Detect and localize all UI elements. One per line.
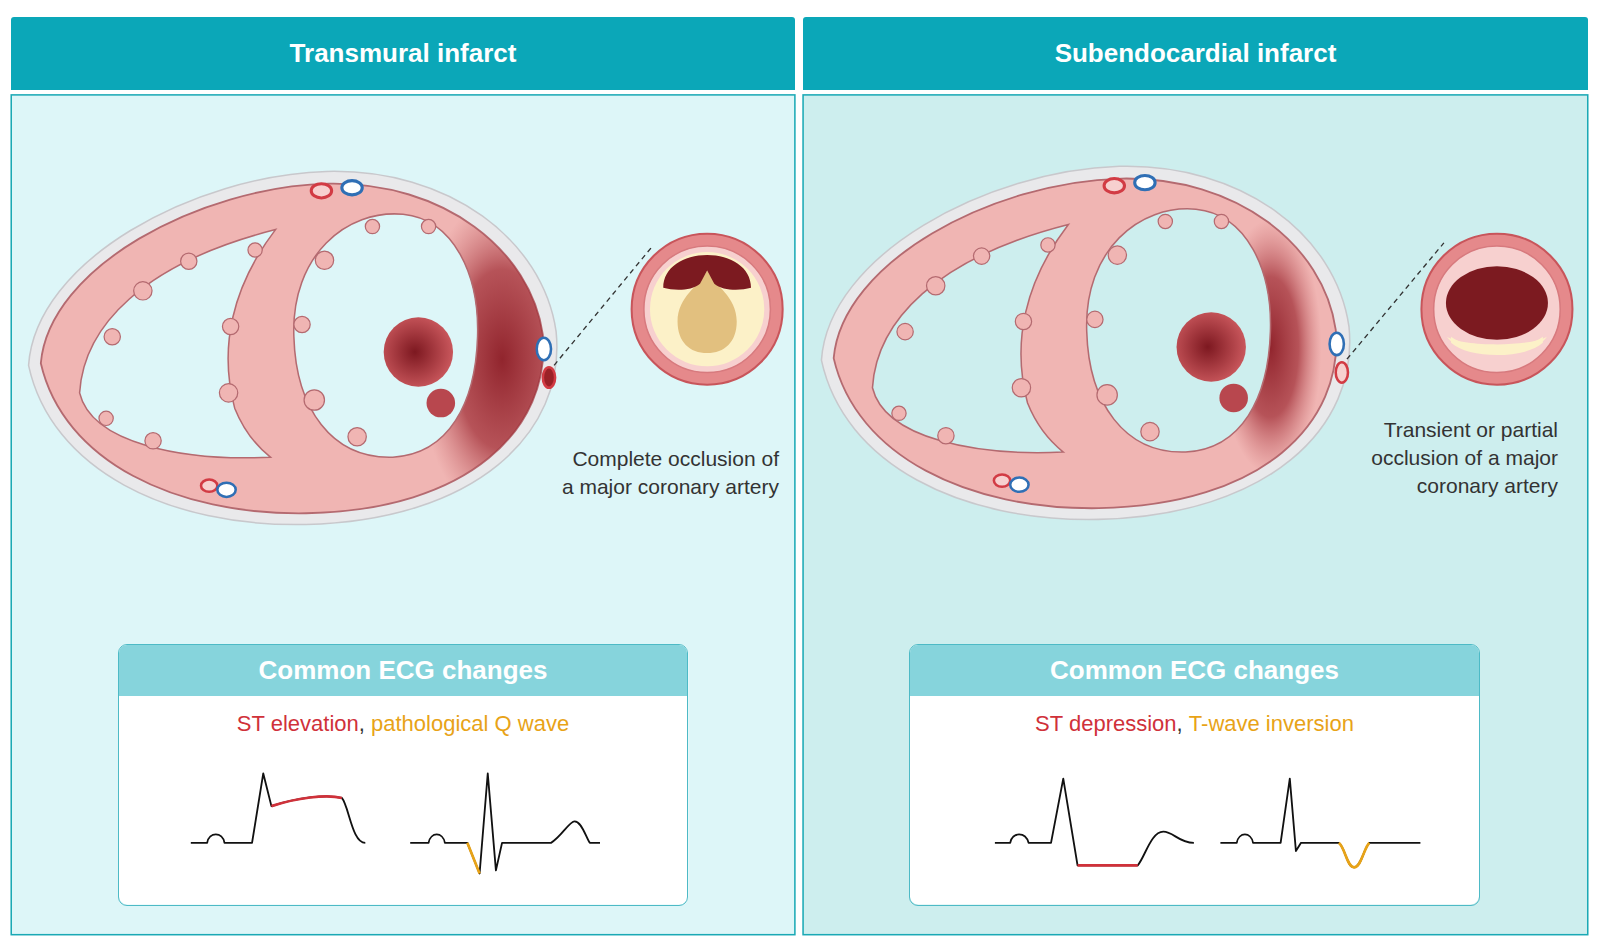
ecg-box: Common ECG changesST elevation,pathologi… <box>118 644 688 906</box>
panel-heading: Transmural infarct <box>11 17 795 90</box>
heart-section <box>29 171 586 524</box>
artery-inset <box>632 234 783 385</box>
heart-section <box>99 219 436 449</box>
ecg-trace <box>995 779 1194 866</box>
heart-section <box>892 214 1229 444</box>
heart-section <box>1087 209 1271 452</box>
narrowed-artery <box>1336 362 1348 382</box>
artery-inset <box>644 246 771 373</box>
ecg-ground <box>910 644 1479 904</box>
heart-section <box>29 171 557 524</box>
heart-section <box>821 166 1349 519</box>
artery-note: Transient or partial occlusion of a majo… <box>1326 416 1558 500</box>
ecg-change: , <box>1177 711 1183 736</box>
artery-inset <box>1434 246 1561 373</box>
ecg-trace <box>1220 779 1420 868</box>
ecg-trace <box>191 773 365 842</box>
heart-section <box>834 179 1337 509</box>
ecg-trace <box>1339 843 1370 867</box>
artery-inset <box>632 234 783 385</box>
papillary-muscle <box>1219 384 1248 413</box>
heart-section <box>294 214 478 457</box>
ecg-trace <box>410 773 600 873</box>
artery-inset <box>663 255 751 290</box>
artery-inset <box>1446 266 1548 339</box>
ecg-box: Common ECG changesST depression,T-wave i… <box>909 644 1480 906</box>
ecg-change: T-wave inversion <box>1189 711 1354 736</box>
artery-inset <box>650 252 764 366</box>
ecg-change: pathological Q wave <box>371 711 569 736</box>
ecg-trace <box>467 843 479 874</box>
ecg-changes: ST depression,T-wave inversion <box>910 696 1479 738</box>
panel-ground <box>803 95 1588 935</box>
panel-ground <box>11 95 795 935</box>
heart-section <box>994 176 1344 492</box>
box-heading: Common ECG changes <box>119 645 687 696</box>
ecg-trace <box>271 796 341 806</box>
ecg-change: , <box>359 711 365 736</box>
artery-note: Complete occlusion of a major coronary a… <box>517 445 779 501</box>
ecg-trace <box>191 773 1421 873</box>
panel-heading: Subendocardial infarct <box>803 17 1588 90</box>
occluded-artery <box>543 367 555 387</box>
ecg-change: ST depression <box>1035 711 1176 736</box>
ecg-changes: ST elevation,pathological Q wave <box>119 696 687 738</box>
papillary-muscle <box>1177 312 1246 381</box>
box-heading: Common ECG changes <box>910 645 1479 696</box>
heart-section <box>821 166 1349 519</box>
ecg-trace <box>1078 864 1138 867</box>
ecg-change: ST elevation <box>237 711 359 736</box>
papillary-muscle <box>427 389 456 418</box>
papillary-muscle <box>384 317 453 386</box>
artery-inset <box>1421 234 1572 385</box>
heart-section <box>201 181 551 497</box>
artery-inset <box>1421 234 1572 385</box>
ecg-ground <box>119 644 688 904</box>
